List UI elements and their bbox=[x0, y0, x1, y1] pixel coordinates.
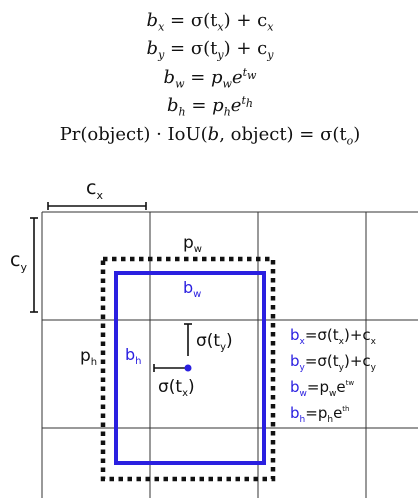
pw-label: pw bbox=[183, 233, 202, 255]
equation-by: by = σ(ty) + cy bbox=[146, 38, 274, 62]
equations-block: bx = σ(tx) + cx by = σ(ty) + cy bw = pwe… bbox=[0, 0, 420, 160]
bbox-diagram-svg: cx cy pw ph bw bh σ(ty) σ(tx) bbox=[10, 177, 418, 498]
ph-label: ph bbox=[80, 346, 97, 368]
prior-box bbox=[100, 256, 276, 482]
equation-bh: bh = pheth bbox=[167, 94, 253, 119]
cx-label: cx bbox=[86, 177, 103, 202]
equation-objectness: Pr(object) · IoU(b, object) = σ(to) bbox=[59, 124, 361, 148]
side-formula-bh: bh=pheth bbox=[290, 404, 349, 425]
cx-measure bbox=[47, 202, 147, 210]
bh-label: bh bbox=[125, 345, 142, 367]
equation-bw: bw = pwetw bbox=[163, 66, 257, 91]
bbox-diagram: cx cy pw ph bw bh σ(ty) σ(tx) bbox=[0, 160, 420, 498]
side-formula-by: by=σ(ty)+cy bbox=[290, 352, 377, 373]
sigma-tx-label: σ(tx) bbox=[158, 377, 195, 399]
side-formula-bx: bx=σ(tx)+cx bbox=[290, 326, 377, 347]
center-point bbox=[184, 364, 192, 372]
offset-markers bbox=[153, 323, 192, 372]
predicted-box bbox=[114, 271, 266, 465]
equation-bx: bx = σ(tx) + cx bbox=[146, 10, 274, 34]
cy-measure bbox=[30, 217, 38, 313]
side-formulas: bx=σ(tx)+cx by=σ(ty)+cy bw=pwetw bh=phet… bbox=[290, 326, 377, 425]
cy-label: cy bbox=[10, 249, 27, 274]
sigma-ty-label: σ(ty) bbox=[196, 331, 233, 353]
bw-label: bw bbox=[183, 278, 201, 300]
side-formula-bw: bw=pwetw bbox=[290, 378, 354, 399]
